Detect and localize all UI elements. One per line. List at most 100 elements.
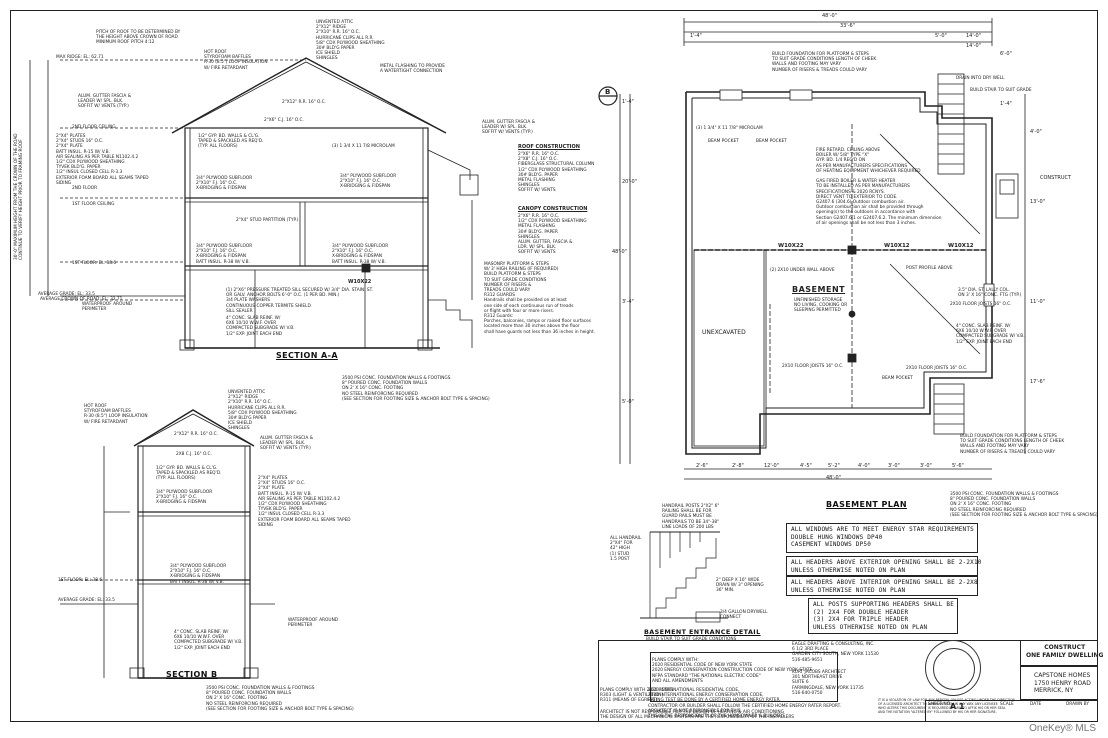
sill-note: (1) 2"X6" PRESSURE TREATED SILL SECURED … bbox=[226, 288, 374, 314]
plan-overall-dim: 48'-0" bbox=[822, 13, 838, 19]
note-posts-line-1: ALL POSTS SUPPORTING HEADERS SHALL BE bbox=[813, 601, 955, 608]
tb-architect-note: ARCHITECT IS NOT RESPONSIBLE FOR THE DES… bbox=[600, 710, 795, 721]
plan-basement-label: BASEMENT bbox=[792, 285, 846, 294]
slab-note: 4" CONC. SLAB REINF. W/ 6X6 10/10 W.W.F.… bbox=[226, 316, 295, 337]
avg-grade-label: AVERAGE GRADE: EL: 33.5 bbox=[38, 292, 95, 297]
section-b-floor1: 1ST FLOOR: EL: 38.6 bbox=[58, 578, 103, 583]
note-int-headers-line-2: UNLESS OTHERWISE NOTED ON PLAN bbox=[791, 586, 906, 594]
plan-dim-top-2: 14'-0" bbox=[966, 43, 982, 49]
section-b-subfloor1: 3/4" PLYWOOD SUBFLOOR 2"X10" F.J. 16" O.… bbox=[170, 564, 227, 585]
tb-sheet-number: A 1 bbox=[950, 702, 965, 711]
plan-basement-sub: UNFINISHED STORAGE NO LIVING, COOKING OR… bbox=[794, 298, 848, 314]
plan-w10x22: W10X22 bbox=[778, 243, 804, 249]
plan-dim-right-1: 13'-0" bbox=[1030, 199, 1046, 205]
note-windows-line-2: DOUBLE HUNG WINDOWS DP40 bbox=[791, 533, 883, 541]
architect-seal bbox=[925, 640, 981, 696]
pitch-note: PITCH OF ROOF TO BE DETERMINED BY THE HE… bbox=[96, 30, 181, 46]
plan-title: BASEMENT PLAN bbox=[826, 500, 907, 509]
section-b-cj: 2X8 C.J. 16" O.C. bbox=[176, 452, 212, 457]
tb-scale-label: SCALE bbox=[1000, 702, 1014, 707]
plan-build-found-top: BUILD FOUNDATION FOR PLATFORM & STEPS TO… bbox=[772, 52, 877, 73]
plan-slab: 4" CONC. SLAB REINF. W/ 6X6 10/10 W.W.F.… bbox=[956, 324, 1025, 345]
section-b-hot-roof: HOT ROOF STYROFOAM BAFFLES R-30 (8.5") L… bbox=[84, 404, 148, 425]
tb-plans-comply: PLANS COMPLY WITH: 2020 RESIDENTIAL CODE… bbox=[652, 658, 813, 684]
plan-dim-bottom-2: 12'-0" bbox=[764, 463, 780, 469]
max-ridge-label: MAX RIDGE: EL: 62.71 bbox=[56, 55, 104, 60]
plan-dim-left-2: 3'-4" bbox=[622, 299, 634, 305]
section-b-waterproof: WATERPROOF AROUND PERIMETER bbox=[288, 618, 339, 629]
plan-floor-joists-a: 2X10 FLOOR JOISTS 16" O.C. bbox=[782, 364, 844, 369]
section-a-drawing bbox=[29, 57, 479, 351]
plan-dim-right-0: 4'-0" bbox=[1030, 129, 1042, 135]
section-a-title: SECTION A-A bbox=[276, 351, 338, 360]
gutter-left-note: ALUM. GUTTER FASCIA & LEADER W/ SPL. BLK… bbox=[78, 94, 132, 110]
subfloor1-note: 3/4" PLYWOOD SUBFLOOR 2"X10" F.J. 16" O.… bbox=[196, 244, 253, 265]
microlam-label: (3) 1 3/4 X 11 7/8 MICROLAM bbox=[332, 144, 395, 149]
note-windows-line-1: ALL WINDOWS ARE TO MEET ENERGY STAR REQU… bbox=[791, 526, 974, 533]
section-b-avg-grade: AVERAGE GRADE: EL: 33.5 bbox=[58, 598, 115, 603]
plan-w10x12-b: W10X12 bbox=[948, 243, 974, 249]
wall-note: 2"X4" PLATES 2"X4" STUDS 16" O.C. 2"X4" … bbox=[56, 134, 149, 186]
attic-note: UNVENTED ATTIC 2"X12" RIDGE 2"X10" R.R. … bbox=[316, 20, 385, 62]
plan-dim-right-3: 17'-6" bbox=[1030, 379, 1046, 385]
section-b-title: SECTION B bbox=[166, 670, 218, 679]
plan-dim-bottom-1: 2'-8" bbox=[732, 463, 744, 469]
plan-beam-pocket-2: BEAM POCKET bbox=[882, 376, 913, 381]
foundation-note-a: 3500 PSI CONC. FOUNDATION WALLS & FOOTIN… bbox=[342, 376, 490, 402]
tb-plans-comply-2: PLANS COMPLY WITH 2020 RCNYS R303 (LIGHT… bbox=[600, 688, 674, 704]
note-ext-headers-line-1: ALL HEADERS ABOVE EXTERIOR OPENING SHALL… bbox=[791, 559, 982, 566]
note-box-posts: ALL POSTS SUPPORTING HEADERS SHALL BE (2… bbox=[808, 598, 958, 634]
entrance-bottom-note: 3/4 GALLON DRYWELL CONNECT bbox=[720, 610, 768, 621]
gutter-right-note: ALUM. GUTTER FASCIA & LEADER W/ SPL. BLK… bbox=[482, 120, 536, 136]
plan-overall-side: 48'-0" bbox=[612, 249, 628, 255]
tb-project-cell bbox=[1020, 640, 1098, 666]
plan-dim-bottom-0: 2'-6" bbox=[696, 463, 708, 469]
plan-dim-bottom-7: 3'-0" bbox=[920, 463, 932, 469]
note-ext-headers-line-2: UNLESS OTHERWISE NOTED ON PLAN bbox=[791, 566, 906, 574]
tb-drafting: EAGLE DRAFTING & CONSULTING, INC. 6 1/2 … bbox=[792, 642, 879, 663]
plan-dim-top-0: 1'-4" bbox=[690, 33, 702, 39]
note-posts-line-4: UNLESS OTHERWISE NOTED ON PLAN bbox=[813, 623, 928, 631]
plan-lally: 3.5" DIA. ST. LALLY COL. ON 3' X 16" CON… bbox=[958, 288, 1022, 299]
plan-dim-bottom-4: 5'-2" bbox=[828, 463, 840, 469]
tb-client-cell bbox=[1020, 666, 1098, 700]
plan-dim-top3: 14'-0" bbox=[966, 33, 982, 39]
note-posts-line-3: (3) 2X4 FOR TRIPLE HEADER bbox=[813, 616, 909, 623]
plan-floor-joists-c: 2X10 FLOOR JOISTS 16" O.C. bbox=[906, 366, 968, 371]
plan-dim-left-0: 1'-4" bbox=[622, 99, 634, 105]
plan-dim-top-1: 5'-0" bbox=[935, 33, 947, 39]
plan-w10x12-a: W10X12 bbox=[884, 243, 910, 249]
plan-unexcavated: UNEXCAVATED bbox=[702, 329, 746, 336]
basement-plan-drawing bbox=[598, 18, 1026, 480]
tb-date-label: DATE bbox=[1030, 702, 1042, 707]
note-posts-line-2: (2) 2X4 FOR DOUBLE HEADER bbox=[813, 608, 909, 616]
tb-drawn-label: DRAWN BY bbox=[1066, 702, 1089, 707]
entrance-mid-note: 2" DEEP X 16" WIDE DRAIN W/ 3" OPENING 3… bbox=[716, 578, 764, 594]
section-b-gutter: ALUM. GUTTER FASCIA & LEADER W/ SPL. BLK… bbox=[260, 436, 314, 452]
masonry-note: MASONRY PLATFORM & STEPS W/ 3' HIGH RAIL… bbox=[484, 262, 596, 335]
tb-client: CAPSTONE HOMES 1750 HENRY ROAD MERRICK, … bbox=[1034, 672, 1091, 694]
tb-plans-comply-cell bbox=[650, 652, 838, 702]
tb-iecc: 2020 INTERNATIONAL RESIDENTIAL CODE, 202… bbox=[648, 688, 842, 720]
collar-label: 2"X6" C.J. 16" O.C. bbox=[264, 118, 304, 123]
plan-build-found-bottom: BUILD FOUNDATION FOR PLATFORM & STEPS TO… bbox=[960, 434, 1065, 455]
entrance-subtitle: BUILD STAIR TO SUIT GRADE CONDITIONS bbox=[646, 637, 737, 642]
plan-beam-pocket-b: BEAM POCKET bbox=[756, 139, 787, 144]
note-int-headers-line-1: ALL HEADERS ABOVE INTERIOR OPENING SHALL… bbox=[791, 579, 978, 586]
subfloor1-note-right: 3/4" PLYWOOD SUBFLOOR 2"X10" F.J. 16" O.… bbox=[332, 244, 389, 265]
plan-dim-top-3: 6'-0" bbox=[1000, 51, 1012, 57]
section-b-attic: UNVENTED ATTIC 2"X12" RIDGE 2"X10" R.R. … bbox=[228, 390, 297, 432]
waterproof-note: WATERPROOF AROUND PERIMETER bbox=[82, 302, 133, 313]
roof-construction-title: ROOF CONSTRUCTION bbox=[518, 144, 580, 150]
section-b-foundation: 3500 PSI CONC. FOUNDATION WALLS & FOOTIN… bbox=[206, 686, 354, 712]
section-b-slab: 4" CONC. SLAB REINF. W/ 6X6 10/10 W.W.F.… bbox=[174, 630, 243, 651]
plan-construct-label: CONSTRUCT bbox=[1040, 175, 1072, 181]
hot-roof-note: HOT ROOF STYROFOAM BAFFLES R-30 (8.5") L… bbox=[204, 50, 268, 71]
tb-sheet-cell bbox=[925, 700, 1098, 722]
plan-floor-joists-b: 2X10 FLOOR JOISTS 16" O.C. bbox=[950, 302, 1012, 307]
tb-sheet-label: SHEET NO. bbox=[928, 702, 952, 707]
section-b-drawing bbox=[60, 409, 275, 679]
plan-stair: BUILD STAIR TO SUIT GRADE bbox=[970, 88, 1032, 93]
canopy-title: CANOPY CONSTRUCTION bbox=[518, 206, 588, 212]
partition-label: 2"X4" STUD PARTITION (TYP.) bbox=[236, 218, 299, 223]
